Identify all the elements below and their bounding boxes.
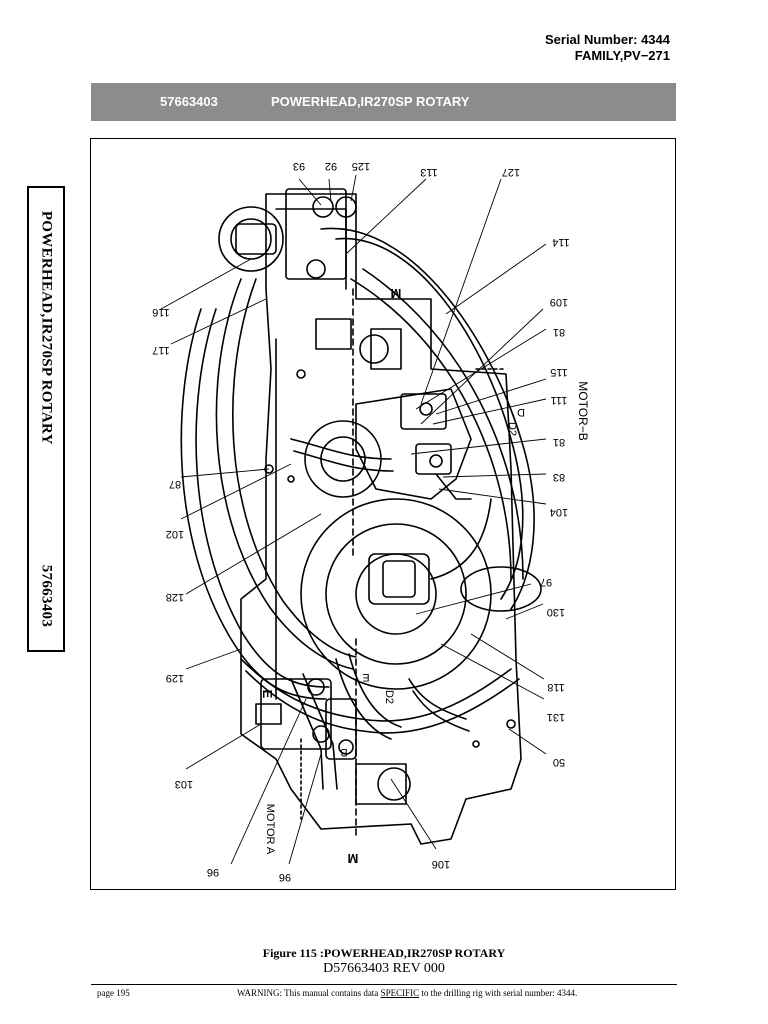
label-motor-a: MOTOR A <box>264 804 276 855</box>
callout-103: 103 <box>175 778 193 790</box>
callout-81-lower: 81 <box>553 436 565 448</box>
callout-113: 113 <box>420 166 438 178</box>
powerhead-drawing: 93 92 125 113 127 114 109 81 115 111 MOT… <box>152 160 590 883</box>
callout-81-upper: 81 <box>553 326 565 338</box>
callout-127: 127 <box>502 166 520 178</box>
side-tab-number: 57663403 <box>38 564 55 628</box>
page-number: page 195 <box>97 988 130 998</box>
callout-96-left: 96 <box>207 866 219 878</box>
warning-suffix: to the drilling rig with serial number: … <box>419 988 578 998</box>
callout-125: 125 <box>352 160 370 172</box>
label-d2-right: D2 <box>506 422 518 436</box>
callout-117: 117 <box>152 344 170 356</box>
callout-83: 83 <box>553 471 565 483</box>
callout-87: 87 <box>169 478 181 490</box>
callout-97: 97 <box>540 576 552 588</box>
callout-106: 106 <box>432 858 450 870</box>
side-tab-text: POWERHEAD,IR270SP ROTARY 57663403 <box>38 211 55 627</box>
callout-92: 92 <box>325 160 337 172</box>
footer-warning: WARNING: This manual contains data SPECI… <box>237 988 577 998</box>
callout-128: 128 <box>166 591 184 603</box>
label-m-top: M <box>391 286 402 301</box>
callout-109: 109 <box>550 296 568 308</box>
label-e-left: E <box>260 690 275 699</box>
figure-frame: 93 92 125 113 127 114 109 81 115 111 MOT… <box>90 138 676 890</box>
callout-50: 50 <box>553 756 565 768</box>
serial-number: Serial Number: 4344 <box>544 32 670 47</box>
callout-115: 115 <box>550 366 568 378</box>
callout-111: 111 <box>551 394 568 406</box>
title-part-number: 57663403 <box>160 94 218 109</box>
title-bar: 57663403 POWERHEAD,IR270SP ROTARY <box>91 83 676 121</box>
warning-specific: SPECIFIC <box>380 988 420 998</box>
family-code: FAMILY,PV−271 <box>574 48 670 63</box>
footer-rule <box>91 984 677 985</box>
callout-104: 104 <box>550 506 568 518</box>
document-revision: D57663403 REV 000 <box>323 961 445 976</box>
serial-info: Serial Number: 4344 FAMILY,PV−271 <box>545 32 670 64</box>
label-d2-mid: D2 <box>383 690 395 704</box>
callout-130: 130 <box>547 606 565 618</box>
label-b-low: B <box>340 746 347 758</box>
label-d-right: D <box>517 406 525 418</box>
label-motor-b: MOTOR−B <box>576 381 590 440</box>
callout-118: 118 <box>547 681 565 693</box>
callout-131: 131 <box>547 711 565 723</box>
callout-93: 93 <box>293 160 305 172</box>
figure-caption: Figure 115 :POWERHEAD,IR270SP ROTARY <box>262 946 506 960</box>
label-m-bottom: M <box>348 851 359 866</box>
side-tab: POWERHEAD,IR270SP ROTARY 57663403 <box>27 186 65 652</box>
callout-102: 102 <box>166 528 184 540</box>
callout-116: 116 <box>152 306 170 318</box>
title-part-name: POWERHEAD,IR270SP ROTARY <box>271 94 470 109</box>
callout-129: 129 <box>166 672 184 684</box>
callout-96-right: 96 <box>279 871 291 883</box>
label-e-mid: E <box>362 671 369 683</box>
side-tab-title: POWERHEAD,IR270SP ROTARY <box>38 210 55 445</box>
warning-prefix: WARNING: This manual contains data <box>237 988 381 998</box>
callout-114: 114 <box>552 236 570 248</box>
